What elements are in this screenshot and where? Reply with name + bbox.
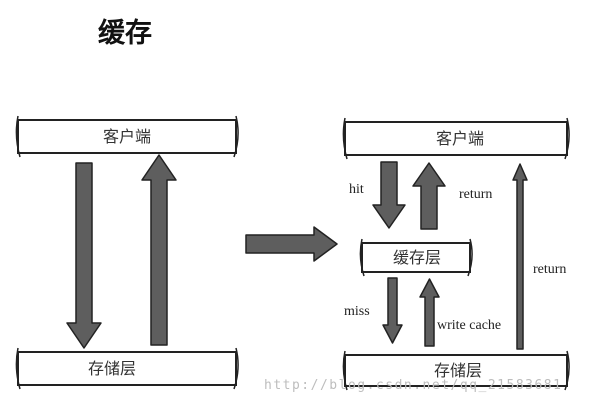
cache-label: 缓存层 xyxy=(393,248,441,267)
cache-box: 缓存层 xyxy=(359,238,473,277)
left-down-arrow xyxy=(66,162,102,349)
left-panel: 客户端 存储层 xyxy=(15,115,239,390)
write-cache-arrow xyxy=(419,278,440,347)
miss-label: miss xyxy=(344,304,370,319)
left-storage-label: 存储层 xyxy=(88,359,136,378)
right-storage-box: 存储层 xyxy=(342,350,570,391)
hit-arrow xyxy=(372,161,406,229)
transition-arrow xyxy=(245,226,338,262)
storage-return-label: return xyxy=(533,262,566,277)
right-client-label: 客户端 xyxy=(436,129,484,148)
left-up-arrow xyxy=(141,154,177,346)
watermark: http://blog.csdn.net/qq_21583681 xyxy=(264,378,562,393)
left-storage-box: 存储层 xyxy=(15,347,239,390)
miss-arrow xyxy=(382,277,403,344)
right-storage-label: 存储层 xyxy=(434,361,482,380)
cache-return-label: return xyxy=(459,187,492,202)
storage-return-arrow xyxy=(512,163,528,350)
left-client-box: 客户端 xyxy=(15,115,239,158)
right-client-box: 客户端 xyxy=(342,117,570,160)
page-title: 缓存 xyxy=(98,18,152,49)
write-cache-label: write cache xyxy=(437,318,501,333)
hit-label: hit xyxy=(349,182,364,197)
left-client-label: 客户端 xyxy=(103,127,151,146)
cache-return-arrow xyxy=(412,162,446,230)
right-panel: 客户端 hit return 缓存层 miss write cache retu… xyxy=(342,117,570,391)
